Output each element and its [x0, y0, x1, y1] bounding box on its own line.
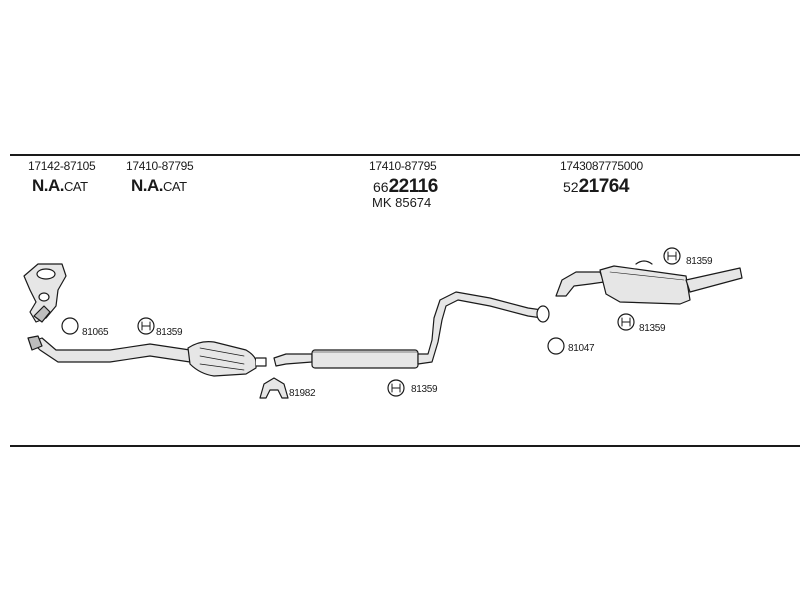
ring-81047	[547, 337, 565, 355]
part-code-3: 17410-87795	[369, 159, 437, 173]
na-label: N.A.	[131, 176, 164, 195]
top-rule	[10, 154, 800, 156]
rubber-ring-81065	[61, 317, 79, 335]
clamp-81359-d	[663, 247, 681, 265]
part-label-81982: 81982	[289, 388, 316, 399]
part-number-main: 22116	[388, 176, 439, 197]
mount-81982	[259, 377, 289, 399]
na-label: N.A.	[32, 176, 65, 195]
clamp-81359-c	[617, 313, 635, 331]
part-number-3: 6622116	[373, 177, 438, 196]
part-label-81359-d: 81359	[686, 256, 713, 267]
part-label-81065: 81065	[82, 327, 109, 338]
bottom-rule	[10, 445, 800, 447]
na-cat-label-1: N.A.CAT	[32, 177, 88, 194]
part-label-81359-b: 81359	[411, 384, 438, 395]
middle-pipe-silencer	[273, 291, 550, 369]
part-number-prefix: 52	[563, 179, 579, 195]
part-number-4: 5221764	[563, 177, 629, 196]
part-number-main: 21764	[578, 176, 630, 197]
part-code-2: 17410-87795	[126, 159, 194, 173]
cat-label: CAT	[163, 179, 187, 194]
part-code-4: 1743087775000	[560, 159, 643, 173]
front-pipe-catalyst	[27, 335, 267, 377]
part-code-1: 17142-87105	[28, 159, 96, 173]
clamp-81359-b	[387, 379, 405, 397]
mk-number: MK 85674	[372, 195, 432, 210]
part-label-81359-c: 81359	[639, 323, 666, 334]
part-label-81047: 81047	[568, 343, 595, 354]
part-label-81359-a: 81359	[156, 327, 183, 338]
part-number-prefix: 66	[373, 179, 389, 195]
na-cat-label-2: N.A.CAT	[131, 177, 187, 194]
rear-silencer	[555, 260, 743, 305]
clamp-81359-a	[137, 317, 155, 335]
exhaust-manifold	[23, 263, 67, 323]
cat-label: CAT	[64, 179, 88, 194]
